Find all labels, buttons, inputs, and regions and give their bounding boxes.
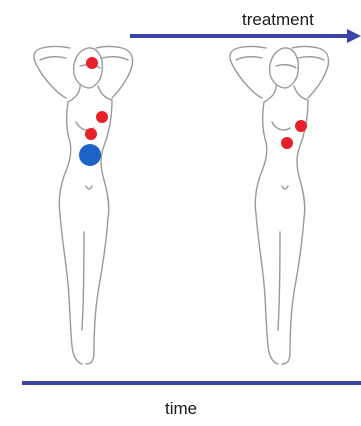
left-arm-outline: [230, 47, 266, 99]
leg-right-outer: [86, 218, 108, 364]
treatment-arrow: [130, 29, 361, 43]
leg-inner: [82, 232, 84, 330]
right-arm-inner: [298, 57, 324, 60]
torso-right: [297, 100, 308, 218]
navel: [282, 186, 288, 189]
navel: [86, 186, 92, 189]
leg-left-outer: [256, 214, 278, 364]
treatment-arrow-head: [347, 29, 361, 43]
left-arm-inner: [236, 57, 262, 60]
leg-inner: [278, 232, 280, 330]
neck-right: [98, 86, 112, 100]
left-arm-outline: [34, 47, 70, 99]
head-outline: [270, 48, 299, 88]
time-label: time: [165, 399, 197, 419]
neck-left: [264, 86, 276, 102]
red-marker-chest: [96, 111, 108, 123]
markers-before: [79, 57, 108, 166]
red-marker-torso: [281, 137, 293, 149]
red-marker-head: [86, 57, 98, 69]
bust-line: [272, 122, 290, 130]
hair-line: [276, 65, 296, 68]
torso-left: [255, 102, 267, 214]
blue-marker-abdomen: [79, 144, 101, 166]
left-arm-inner: [40, 57, 66, 60]
neck-left: [68, 86, 80, 102]
right-arm-inner: [102, 57, 128, 60]
leg-left-outer: [60, 214, 82, 364]
red-marker-chest: [295, 120, 307, 132]
treatment-label: treatment: [242, 10, 314, 30]
red-marker-torso: [85, 128, 97, 140]
head-outline: [74, 48, 103, 88]
neck-right: [294, 86, 308, 100]
torso-left: [59, 102, 71, 214]
body-figure-before: [34, 47, 133, 365]
leg-right-outer: [282, 218, 304, 364]
body-figure-after: [230, 47, 329, 365]
